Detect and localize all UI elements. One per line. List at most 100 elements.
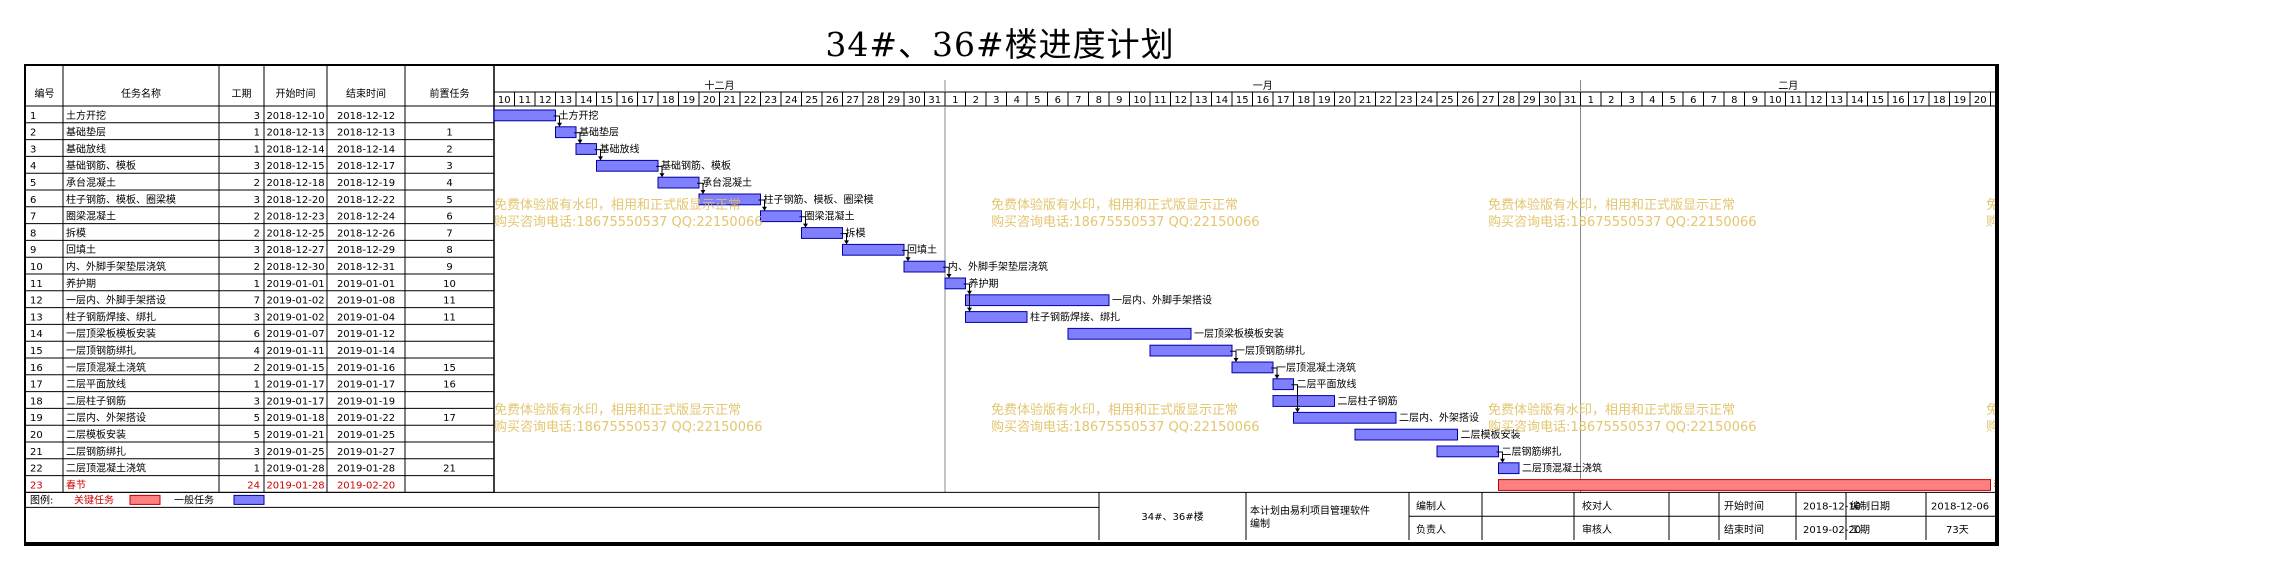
task-duration: 24 — [247, 480, 260, 491]
gantt-bar — [596, 159, 659, 172]
day-label: 19 — [682, 95, 695, 106]
task-start: 2018-12-20 — [266, 195, 324, 206]
task-start: 2019-01-18 — [266, 413, 324, 424]
gantt-bar-label: 拆模 — [846, 226, 866, 239]
duration-label: 工期 — [1850, 524, 1870, 536]
task-id: 12 — [30, 296, 43, 307]
day-label: 23 — [1400, 95, 1413, 106]
watermark-text: 购买咨询电话:18675550537 QQ:22150066 — [1488, 214, 1757, 230]
day-label: 5 — [1670, 95, 1676, 106]
header-name: 任务名称 — [121, 87, 161, 100]
day-label: 11 — [1789, 95, 1802, 106]
task-start: 2019-01-01 — [266, 279, 324, 290]
day-label: 17 — [1277, 95, 1290, 106]
gantt-bar — [1067, 327, 1192, 340]
gantt-bar — [493, 109, 556, 122]
task-start: 2018-12-30 — [266, 262, 324, 273]
task-end: 2019-01-25 — [337, 430, 395, 441]
task-predecessor: 15 — [443, 363, 456, 374]
task-name: 承台混凝土 — [66, 176, 116, 189]
day-label: 28 — [1502, 95, 1515, 106]
task-end: 2019-01-17 — [337, 380, 395, 391]
footer-note: 编制 — [1250, 517, 1270, 530]
dependency-arrowhead — [844, 240, 849, 245]
task-name: 一层顶混凝土浇筑 — [66, 361, 146, 374]
watermark-text: 购买咨询电话:18675550537 QQ:22150066 — [991, 214, 1260, 230]
task-end: 2019-01-01 — [337, 279, 395, 290]
day-label: 9 — [1116, 95, 1122, 106]
day-label: 3 — [993, 95, 999, 106]
task-predecessor: 9 — [446, 262, 452, 273]
task-end: 2018-12-24 — [337, 212, 395, 223]
task-duration: 2 — [254, 228, 260, 239]
task-end: 2019-01-27 — [337, 447, 395, 458]
task-duration: 3 — [254, 111, 260, 122]
task-id: 19 — [30, 413, 43, 424]
day-label: 8 — [1731, 95, 1737, 106]
task-id: 21 — [30, 447, 43, 458]
day-label: 20 — [1974, 95, 1987, 106]
watermark-text: 免费体验版有水印，相用和正式版显示正常 — [1986, 197, 1996, 213]
gantt-bar-label: 内、外脚手架垫层浇筑 — [948, 260, 1048, 273]
dependency-arrowhead — [905, 257, 911, 262]
day-label: 12 — [1810, 95, 1823, 106]
dependency-arrowhead — [577, 139, 583, 144]
day-label: 13 — [559, 95, 572, 106]
gantt-bar — [1498, 462, 1520, 475]
day-label: 17 — [1912, 95, 1925, 106]
task-end: 2019-01-08 — [337, 296, 395, 307]
task-end: 2018-12-31 — [337, 262, 395, 273]
dependency-arrowhead — [967, 307, 972, 312]
task-start: 2019-01-17 — [266, 396, 324, 407]
task-predecessor: 17 — [443, 413, 456, 424]
task-end: 2019-01-12 — [337, 329, 395, 340]
day-label: 23 — [764, 95, 777, 106]
watermark-text: 免费体验版有水印，相用和正式版显示正常 — [494, 197, 741, 213]
task-id: 4 — [30, 161, 36, 172]
header-end: 结束时间 — [346, 87, 386, 100]
gantt-bar-label: 土方开挖 — [559, 109, 599, 122]
gantt-bar-label: 养护期 — [969, 277, 999, 290]
compile-date-value: 2018-12-06 — [1931, 501, 1989, 512]
day-label: 7 — [1711, 95, 1717, 106]
gantt-bar — [1272, 378, 1294, 391]
task-id: 22 — [30, 464, 43, 475]
dependency-arrowhead — [946, 274, 952, 278]
day-label: 25 — [805, 95, 818, 106]
gantt-bar-label: 基础钢筋、模板 — [661, 159, 731, 172]
day-label: 2 — [1608, 95, 1614, 106]
duration-value: 73天 — [1946, 525, 1969, 536]
task-duration: 3 — [254, 195, 260, 206]
task-name: 二层柱子钢筋 — [66, 394, 126, 407]
day-label: 9 — [1752, 95, 1758, 106]
task-id: 20 — [30, 430, 43, 441]
day-label: 16 — [1892, 95, 1905, 106]
watermark-text: 免费体验版有水印，相用和正式版显示正常 — [494, 402, 741, 418]
task-end: 2019-01-19 — [337, 396, 395, 407]
day-label: 15 — [1871, 95, 1884, 106]
day-label: 18 — [1297, 95, 1310, 106]
task-predecessor: 11 — [443, 312, 456, 323]
dependency-arrowhead — [557, 122, 562, 127]
day-label: 7 — [1075, 95, 1081, 106]
gantt-bar — [1498, 479, 1991, 491]
day-label: 8 — [1096, 95, 1102, 106]
task-end: 2018-12-14 — [337, 144, 395, 155]
day-label: 26 — [826, 95, 839, 106]
end-value: 2019-02-20 — [1803, 525, 1861, 536]
header-pred: 前置任务 — [430, 87, 470, 100]
legend-critical-swatch — [129, 494, 161, 505]
task-end: 2019-01-22 — [337, 413, 395, 424]
gantt-bar — [842, 243, 905, 256]
task-name: 一层顶钢筋绑扎 — [66, 344, 136, 357]
gantt-bar — [1272, 395, 1335, 407]
task-duration: 2 — [254, 262, 260, 273]
checker-label: 校对人 — [1582, 499, 1612, 512]
gantt-bar — [903, 260, 946, 273]
task-name: 二层顶混凝土浇筑 — [66, 462, 146, 475]
task-id: 6 — [30, 195, 36, 206]
month-label: 二月 — [1778, 80, 1798, 92]
task-end: 2018-12-26 — [337, 228, 395, 239]
day-label: 16 — [621, 95, 634, 106]
